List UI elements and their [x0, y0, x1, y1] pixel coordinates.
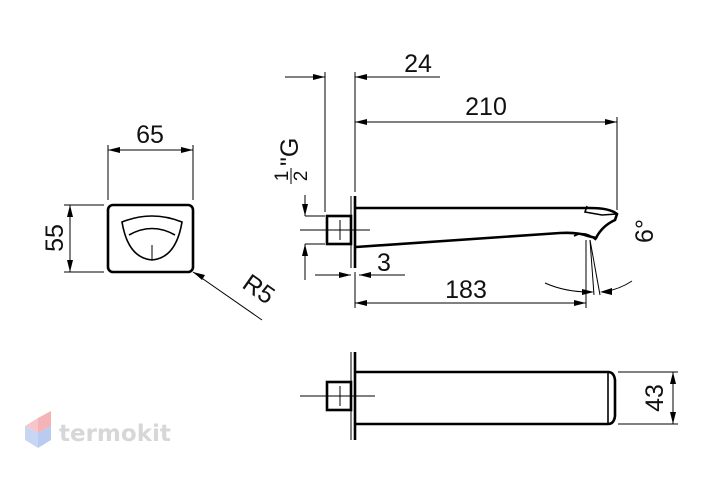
dim-r5-leader: [192, 271, 263, 321]
side-view: 24 210 1 2 "G 3 183: [272, 50, 659, 308]
dim-55-arrow-bottom: [67, 260, 73, 272]
dim-angle-line-b: [589, 239, 601, 296]
dim-thread-suffix: "G: [276, 138, 304, 166]
logo-mark-red-light: [25, 418, 38, 433]
termokit-logo-mark: [25, 411, 51, 448]
dim-3-arrow-right: [359, 272, 371, 278]
logo-mark-blue-light: [25, 426, 38, 448]
dim-24-label: 24: [404, 50, 432, 78]
termokit-logo-text: termokit: [59, 421, 171, 447]
logo-mark-red: [38, 411, 51, 433]
termokit-logo: termokit: [25, 411, 171, 448]
dim-angle-line-a: [589, 239, 595, 296]
dim-65-label: 65: [136, 121, 164, 149]
dim-angle-label: 6°: [631, 219, 659, 243]
dim-3-label: 3: [377, 249, 391, 277]
dim-55-label: 55: [41, 224, 69, 252]
dim-210-arrow-right: [605, 119, 617, 125]
front-view: 65 55 R5: [41, 121, 280, 321]
dim-angle-arrow-left: [582, 289, 594, 295]
dim-thread-label: 1 2 "G: [272, 138, 312, 184]
dim-thread-numerator: 1: [272, 171, 293, 182]
dim-angle-arrow-right: [600, 288, 612, 295]
side-spout-lip: [573, 232, 597, 241]
dim-43-arrow-bottom: [670, 412, 676, 424]
front-outlet-opening: [121, 215, 183, 261]
dim-24-arrow-right: [355, 74, 367, 80]
dim-thread-denominator: 2: [291, 171, 312, 182]
dim-183-arrow-right: [574, 300, 586, 306]
front-outlet-inner-arc: [128, 227, 176, 236]
dim-65-arrow-right: [181, 147, 193, 153]
dim-24-arrow-left: [313, 74, 325, 80]
dim-65-arrow-left: [108, 147, 120, 153]
dim-thread-arrow-bottom: [302, 244, 308, 256]
side-spout-body: [355, 206, 619, 249]
dim-210-arrow-left: [355, 119, 367, 125]
dim-3-arrow-left: [339, 272, 351, 278]
dim-43-arrow-top: [670, 372, 676, 384]
dim-43-label: 43: [641, 384, 669, 412]
dim-r5-label: R5: [237, 269, 279, 310]
front-plate: [106, 203, 195, 274]
top-spout-body: [356, 370, 617, 426]
top-view: 43: [300, 352, 678, 440]
side-spout-tip: [583, 205, 618, 216]
logo-mark-blue: [38, 426, 51, 448]
dim-183-arrow-left: [355, 300, 367, 306]
dim-r5-arrow: [193, 272, 205, 280]
dim-55-arrow-top: [67, 205, 73, 217]
dim-210-label: 210: [465, 93, 507, 121]
dim-thread-arrow-top: [302, 204, 308, 216]
dim-183-label: 183: [445, 276, 487, 304]
